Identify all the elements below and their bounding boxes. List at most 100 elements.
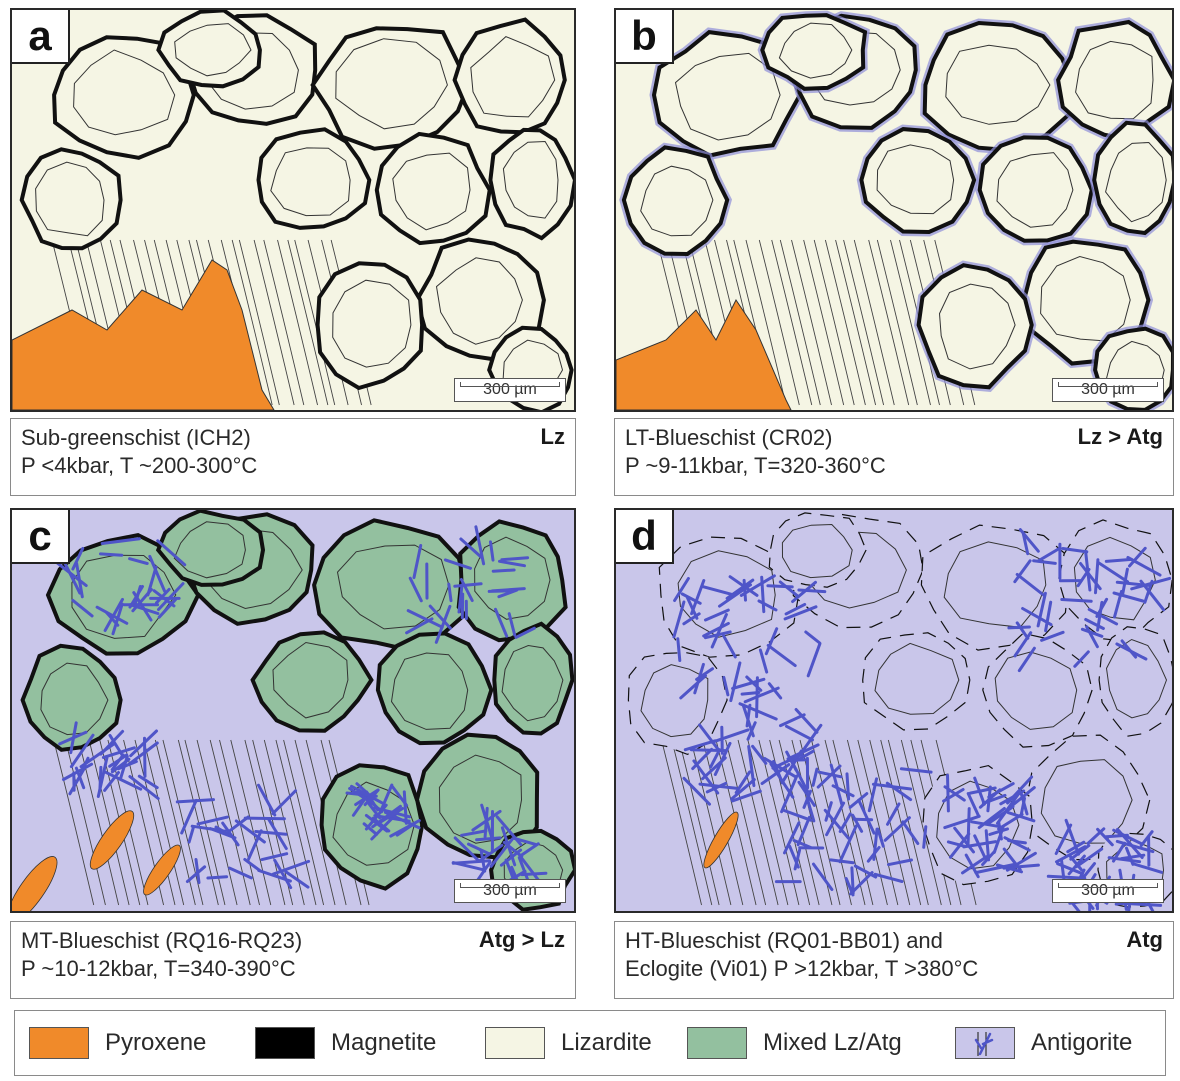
antigorite-blade: [408, 576, 423, 603]
mesh-cell: [256, 127, 372, 230]
antigorite-blade: [1073, 650, 1090, 668]
antigorite-blade: [1060, 598, 1093, 603]
antigorite-blade: [691, 747, 714, 771]
mesh-core: [1105, 141, 1167, 223]
antigorite-blade: [844, 877, 855, 897]
antigorite-cluster: [774, 763, 933, 897]
legend-label: Magnetite: [331, 1029, 437, 1056]
fibre-line: [813, 239, 855, 406]
antigorite-blade: [885, 781, 913, 802]
antigorite-blade: [155, 587, 171, 605]
antigorite-blade: [722, 675, 730, 697]
antigorite-cluster: [58, 721, 160, 800]
antigorite-blade: [175, 798, 215, 804]
mesh-cell: [768, 512, 867, 588]
panel-d-ht-blueschist-eclogite: d 300 µm: [614, 508, 1174, 913]
mesh-core: [35, 161, 105, 237]
mesh-core: [876, 144, 955, 215]
antigorite-blade: [1139, 830, 1154, 847]
antigorite-blade: [389, 819, 421, 838]
caption-d-title: HT-Blueschist (RQ01-BB01) and: [625, 928, 943, 953]
antigorite-blade: [127, 741, 159, 766]
caption-a-title: Sub-greenschist (ICH2): [21, 425, 251, 450]
fibre-line: [737, 739, 779, 906]
legend-label: Antigorite: [1031, 1029, 1133, 1056]
antigorite-blade: [101, 746, 136, 759]
fibre-line: [769, 739, 811, 906]
antigorite-blade: [679, 674, 707, 700]
antigorite-blade: [284, 870, 310, 889]
fibre-line: [791, 239, 832, 406]
antigorite-blade: [793, 848, 802, 871]
antigorite-blade: [705, 781, 728, 794]
antigorite-blade: [811, 767, 819, 787]
antigorite-blade: [1094, 558, 1100, 595]
fibre-line: [758, 239, 800, 406]
panel-label: d: [616, 510, 674, 564]
antigorite-blade: [850, 866, 855, 895]
antigorite-blade: [495, 815, 523, 846]
antigorite-blade: [1084, 618, 1105, 630]
antigorite-blade: [1017, 646, 1036, 673]
antigorite-cluster: [672, 574, 827, 719]
scale-bar: 300 µm: [454, 879, 566, 903]
caption-b-phase-tag: Lz > Atg: [1077, 424, 1163, 449]
antigorite-blade: [206, 875, 229, 880]
antigorite-blade: [1019, 796, 1026, 816]
antigorite-blade: [783, 605, 818, 621]
fibre-line: [277, 239, 318, 406]
antigorite-blade: [702, 621, 730, 638]
antigorite-blade: [362, 822, 379, 836]
antigorite-blade: [743, 686, 780, 704]
mesh-cell: [19, 147, 123, 251]
fibre-line: [263, 739, 305, 906]
fibre-line: [177, 739, 219, 906]
antigorite-blade: [886, 802, 901, 826]
panel-a-sub-greenschist: a 300 µm: [10, 8, 576, 412]
antigorite-blade: [365, 790, 380, 812]
antigorite-blade: [1010, 786, 1036, 807]
antigorite-blade: [1120, 639, 1138, 659]
antigorite-blade: [986, 785, 992, 813]
antigorite-blade: [1115, 580, 1150, 587]
antigorite-cluster: [54, 537, 187, 636]
antigorite-blade: [459, 537, 484, 560]
fibre-line: [196, 739, 238, 906]
antigorite-blade: [1120, 853, 1146, 861]
antigorite-blade: [922, 825, 928, 849]
antigorite-blade: [507, 612, 517, 637]
antigorite-blade: [103, 771, 120, 792]
antigorite-blade: [1013, 631, 1033, 658]
antigorite-blade: [1126, 556, 1162, 577]
mesh-core: [996, 152, 1074, 228]
mesh-core: [501, 644, 564, 722]
antigorite-blade: [887, 858, 913, 867]
fibre-line: [283, 739, 325, 906]
fibre-line: [702, 739, 744, 906]
mesh-core: [73, 49, 176, 136]
antigorite-blade: [769, 762, 795, 799]
antigorite-blade: [156, 539, 187, 567]
fibre-line: [843, 239, 885, 406]
antigorite-blade: [514, 626, 536, 639]
panel-b-microstructure: [616, 10, 1172, 410]
antigorite-blade: [961, 855, 989, 875]
antigorite-blade: [1044, 600, 1053, 633]
antigorite-blade: [490, 587, 526, 593]
mesh-core: [332, 279, 412, 368]
mesh-cell: [45, 533, 201, 656]
antigorite-blade: [243, 857, 262, 873]
antigorite-blade: [367, 802, 382, 820]
antigorite-blade: [447, 582, 453, 603]
panel-c-mt-blueschist: c 300 µm: [10, 508, 576, 913]
antigorite-blade: [764, 627, 779, 656]
antigorite-blade: [457, 583, 464, 614]
fibre-line: [275, 739, 317, 906]
mesh-cell: [155, 510, 266, 587]
antigorite-blade: [943, 785, 966, 802]
antigorite-blade: [99, 552, 124, 557]
antigorite-blade: [792, 839, 813, 849]
fibre-line: [835, 239, 877, 406]
antigorite-blade: [857, 798, 876, 835]
antigorite-blade: [79, 756, 90, 775]
